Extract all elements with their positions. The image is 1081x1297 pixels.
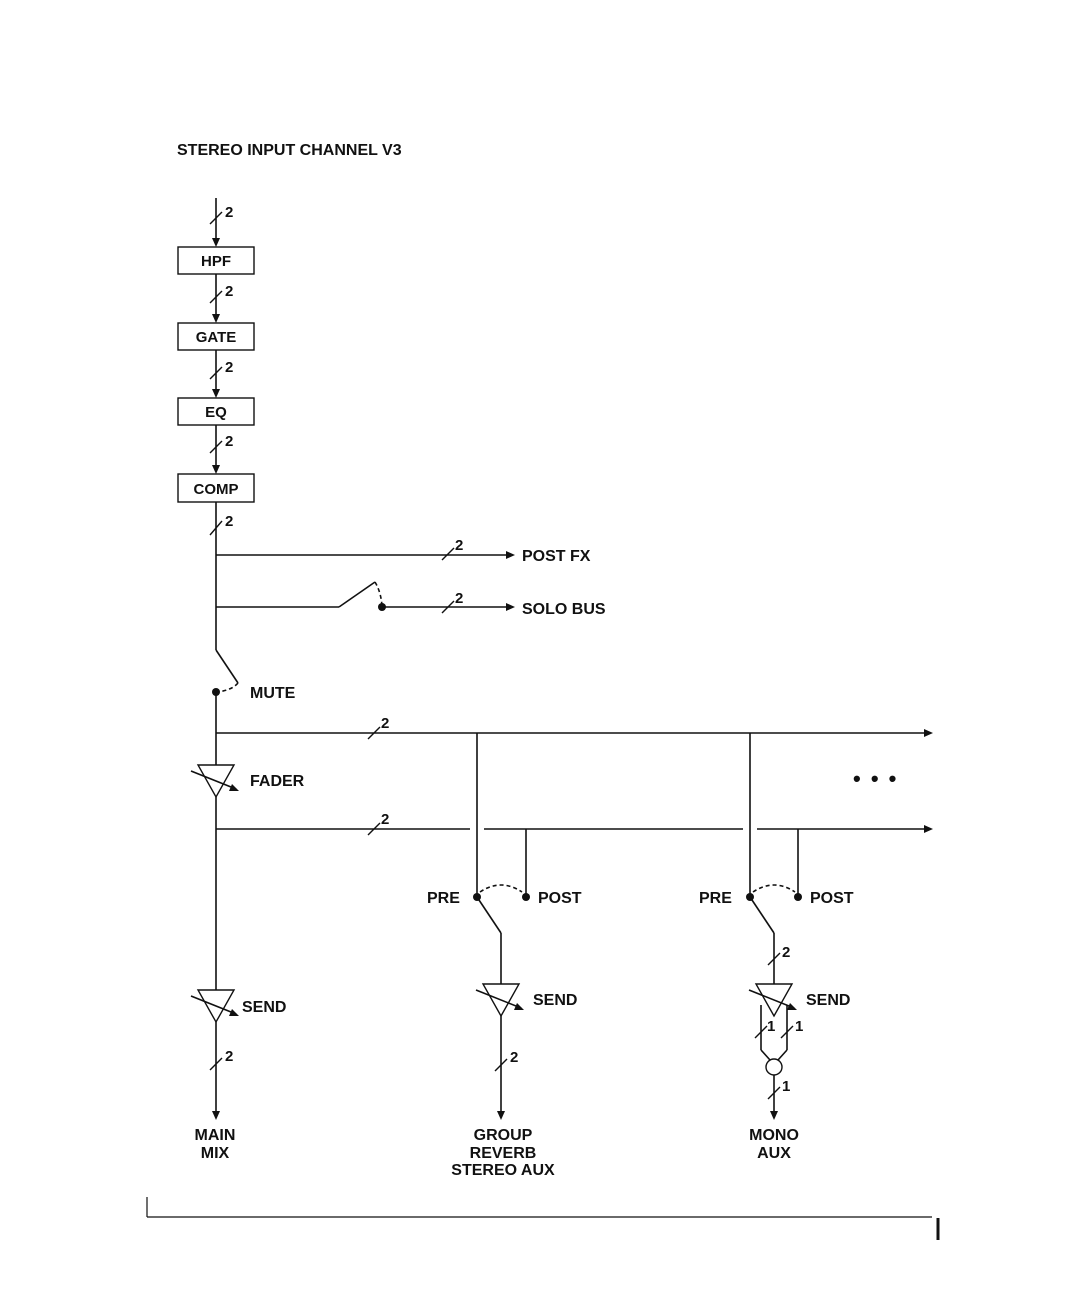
group-post-contact [522, 893, 530, 901]
bus-width-label: 2 [381, 715, 389, 732]
group-label-line3: STEREO AUX [451, 1162, 555, 1179]
fader-label: FADER [250, 773, 305, 790]
group-send-branch: PRE POST SEND 2 GROUP REVERB STEREO AUX [427, 733, 582, 1179]
hpf-label: HPF [201, 253, 231, 270]
solo-bus-output-label: SOLO BUS [522, 601, 606, 618]
mute-label: MUTE [250, 685, 296, 702]
mono-label-line2: AUX [757, 1145, 791, 1162]
mono-pre-label: PRE [699, 890, 732, 907]
main-send-label: SEND [242, 999, 286, 1016]
main-signal-chain: 2 HPF 2 GATE 2 EQ 2 COMP 2 [178, 198, 254, 650]
continuation-dots: • • • [853, 766, 898, 791]
bus-width-label: 2 [225, 513, 233, 530]
mono-post-label: POST [810, 890, 854, 907]
fader-control: FADER [191, 765, 305, 990]
bus-width-label: 1 [767, 1018, 775, 1035]
post-fx-branch: 2 POST FX [216, 537, 591, 565]
bus-width-label: 2 [510, 1049, 518, 1066]
mute-switch: MUTE [212, 650, 296, 765]
main-mix-label-line1: MAIN [195, 1127, 236, 1144]
bus-width-label: 2 [225, 433, 233, 450]
pre-fader-bus: 2 [216, 715, 933, 739]
bus-width-label: 2 [381, 811, 389, 828]
main-mix-send: SEND 2 MAIN MIX [191, 990, 286, 1162]
mono-post-contact [794, 893, 802, 901]
group-send-label: SEND [533, 992, 577, 1009]
eq-label: EQ [205, 404, 227, 421]
bus-width-label: 1 [782, 1078, 790, 1095]
mono-label-line1: MONO [749, 1127, 799, 1144]
group-post-label: POST [538, 890, 582, 907]
mono-aux-send-branch: PRE POST 2 SEND 1 1 1 MONO AUX [699, 733, 854, 1162]
comp-label: COMP [194, 481, 239, 498]
bus-width-label: 2 [225, 1048, 233, 1065]
group-pre-label: PRE [427, 890, 460, 907]
bus-width-label: 2 [225, 204, 233, 221]
solo-bus-branch: 2 SOLO BUS [216, 582, 606, 618]
diagram-title: STEREO INPUT CHANNEL V3 [177, 142, 402, 159]
main-mix-label-line2: MIX [201, 1145, 230, 1162]
bus-width-label: 2 [455, 537, 463, 554]
group-label-line2: REVERB [470, 1145, 537, 1162]
mono-sum-node [766, 1059, 782, 1075]
bus-width-label: 1 [795, 1018, 803, 1035]
bus-width-label: 2 [455, 590, 463, 607]
gate-label: GATE [196, 329, 237, 346]
mono-send-label: SEND [806, 992, 850, 1009]
post-fx-output-label: POST FX [522, 548, 591, 565]
page-footer-rule [147, 1197, 938, 1240]
post-fader-bus: 2 [216, 811, 933, 835]
bus-width-label: 2 [225, 359, 233, 376]
bus-width-label: 2 [225, 283, 233, 300]
bus-width-label: 2 [782, 944, 790, 961]
group-label-line1: GROUP [474, 1127, 533, 1144]
